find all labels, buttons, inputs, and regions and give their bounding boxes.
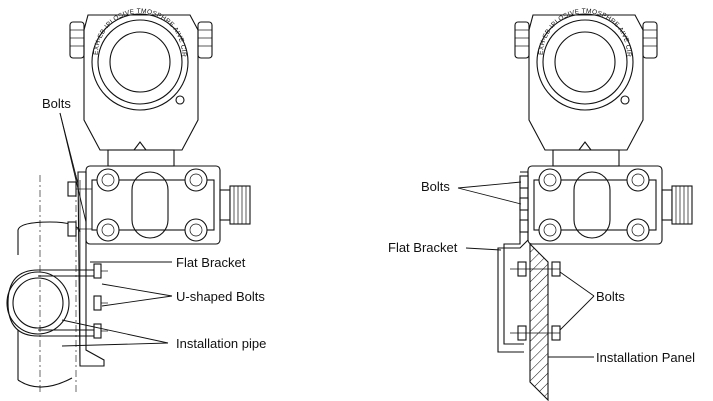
right-installation-panel bbox=[529, 242, 549, 401]
right-label-bolts-top: Bolts bbox=[421, 179, 450, 194]
left-cover-inscription: EXH-EB-IPLOSIVE TMOSPHRE AIVE CIRCUIT WH… bbox=[0, 0, 187, 57]
left-label-installation-pipe: Installation pipe bbox=[176, 336, 266, 351]
right-callouts: Bolts Flat Bracket Bolts Installation Pa… bbox=[388, 179, 695, 365]
right-transmitter-assembly: EXH-EB-IPLOSIVE TMOSPHRE AIVE CIRCUIT WH… bbox=[0, 0, 695, 401]
left-flat-bracket bbox=[77, 171, 108, 367]
right-label-installation-panel: Installation Panel bbox=[596, 350, 695, 365]
right-label-bolts-panel: Bolts bbox=[596, 289, 625, 304]
right-label-flat-bracket: Flat Bracket bbox=[388, 240, 458, 255]
left-installation-pipe bbox=[6, 175, 100, 395]
left-label-u-bolts: U-shaped Bolts bbox=[176, 289, 265, 304]
right-flat-bracket bbox=[497, 171, 561, 353]
left-label-flat-bracket: Flat Bracket bbox=[176, 255, 246, 270]
left-transmitter-head: EXH-EB-IPLOSIVE TMOSPHRE AIVE CIRCUIT WH… bbox=[0, 0, 213, 167]
right-sensor-body bbox=[519, 165, 693, 245]
left-label-bolts: Bolts bbox=[42, 96, 71, 111]
left-callouts: Bolts Flat Bracket U-shaped Bolts Instal… bbox=[42, 96, 266, 351]
left-transmitter-assembly: EXH-EB-IPLOSIVE TMOSPHRE AIVE CIRCUIT WH… bbox=[0, 0, 266, 395]
left-sensor-body bbox=[67, 165, 251, 245]
right-transmitter-head: EXH-EB-IPLOSIVE TMOSPHRE AIVE CIRCUIT WH… bbox=[0, 0, 658, 167]
